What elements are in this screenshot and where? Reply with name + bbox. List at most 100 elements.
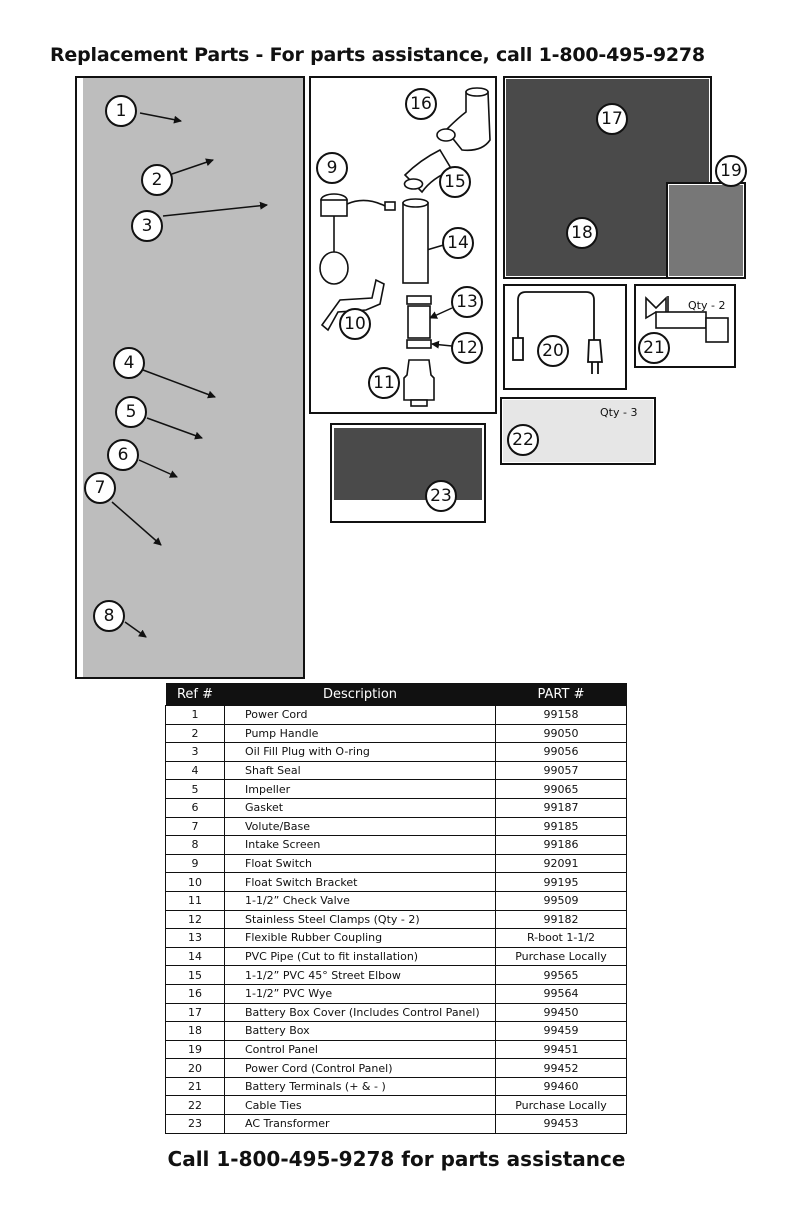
row-part-number: 99065 [495,779,627,799]
row-description: Intake Screen [224,835,496,855]
pump-image-placeholder [83,78,303,677]
row-ref: 14 [165,946,225,967]
row-description: Flexible Rubber Coupling [224,928,496,948]
row-part-number: 99186 [495,835,627,855]
callout-4: 4 [113,347,145,379]
row-ref: 2 [165,723,225,744]
row-ref: 18 [165,1021,225,1041]
row-part-number: 99158 [495,705,627,725]
header-description: Description [224,683,496,706]
row-part-number: 99182 [495,909,627,930]
row-ref: 10 [165,872,225,892]
row-ref: 9 [165,853,225,874]
row-ref: 4 [165,760,225,781]
row-part-number: 99451 [495,1039,627,1060]
row-part-number: Purchase Locally [495,1095,627,1116]
callout-21: 21 [638,332,670,364]
row-description: Stainless Steel Clamps (Qty - 2) [224,909,496,930]
row-ref: 6 [165,797,225,818]
row-part-number: 99460 [495,1076,627,1097]
row-ref: 19 [165,1039,225,1060]
qty-label-ties: Qty - 3 [600,406,638,419]
callout-19: 19 [715,155,747,187]
row-description: Power Cord (Control Panel) [224,1058,496,1078]
callout-15: 15 [439,166,471,198]
row-part-number: Purchase Locally [495,946,627,967]
page-title: Replacement Parts - For parts assistance… [50,44,705,66]
row-description: Control Panel [224,1039,496,1060]
row-ref: 23 [165,1114,225,1134]
row-ref: 20 [165,1058,225,1078]
callout-23: 23 [425,480,457,512]
row-description: AC Transformer [224,1114,496,1134]
power-cord-sketch [512,291,603,374]
parts-table-header: Ref # Description PART # [165,683,627,706]
callout-10: 10 [339,308,371,340]
callout-7: 7 [84,472,116,504]
row-ref: 13 [165,928,225,948]
row-part-number: 99565 [495,965,627,985]
callout-17: 17 [596,103,628,135]
callout-9: 9 [316,152,348,184]
row-ref: 16 [165,983,225,1004]
row-part-number: 99509 [495,890,627,911]
row-ref: 15 [165,965,225,985]
header-part: PART # [495,683,627,706]
callout-11: 11 [368,367,400,399]
row-ref: 8 [165,835,225,855]
row-ref: 12 [165,909,225,930]
qty-label-terminals: Qty - 2 [688,299,726,312]
row-ref: 11 [165,890,225,911]
row-description: Shaft Seal [224,760,496,781]
callout-16: 16 [405,88,437,120]
row-description: Impeller [224,779,496,799]
row-ref: 22 [165,1095,225,1116]
row-ref: 21 [165,1076,225,1097]
power-cord-panel [503,284,627,390]
row-description: Oil Fill Plug with O-ring [224,742,496,762]
callout-5: 5 [115,396,147,428]
row-description: Battery Box [224,1021,496,1041]
row-part-number: 99056 [495,742,627,762]
row-description: Cable Ties [224,1095,496,1116]
callout-18: 18 [566,217,598,249]
callout-12: 12 [451,332,483,364]
row-part-number: 99459 [495,1021,627,1041]
row-description: Float Switch Bracket [224,872,496,892]
callout-1: 1 [105,95,137,127]
row-part-number: 99564 [495,983,627,1004]
row-description: Float Switch [224,853,496,874]
ac-transformer-panel [330,423,486,523]
row-description: 1-1/2” PVC 45° Street Elbow [224,965,496,985]
row-ref: 3 [165,742,225,762]
row-description: 1-1/2” Check Valve [224,890,496,911]
row-part-number: R-boot 1-1/2 [495,928,627,948]
header-ref: Ref # [165,683,225,706]
row-description: Volute/Base [224,816,496,837]
pump-illustration-panel [75,76,305,679]
row-description: Gasket [224,797,496,818]
callout-6: 6 [107,439,139,471]
